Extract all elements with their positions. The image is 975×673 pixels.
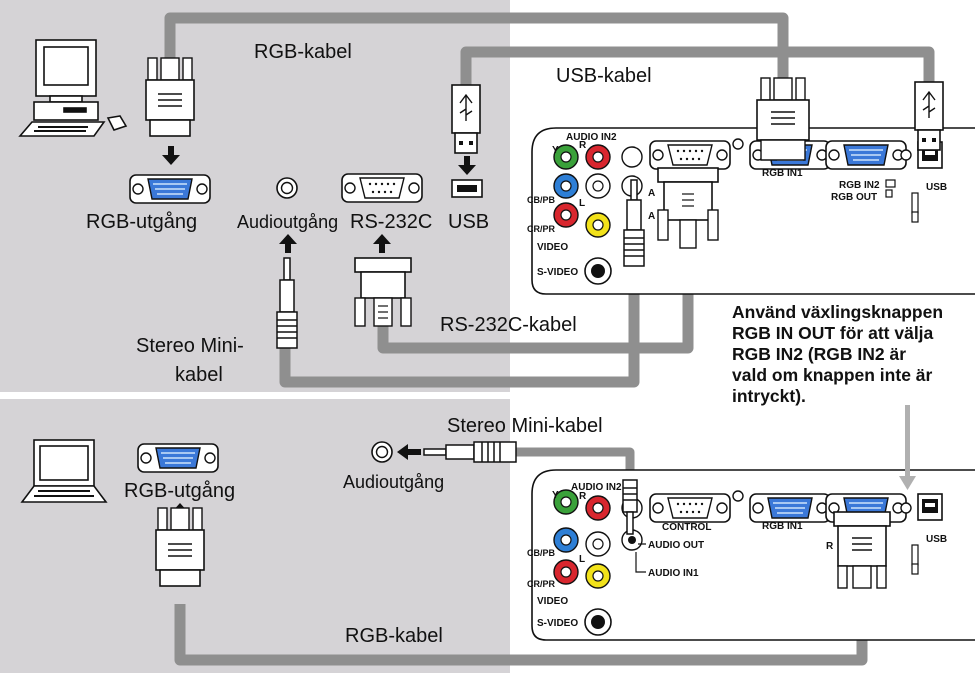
stereo-mini-plug-top <box>276 257 298 349</box>
l-label-top: L <box>579 198 585 209</box>
audio-out-jack-icon-bottom <box>371 441 393 463</box>
a-label-bottom: A <box>648 211 655 222</box>
rgb-in-out-switch-bottom[interactable] <box>911 544 919 575</box>
usb-port-icon <box>451 179 483 198</box>
stereo-mini-cable-top <box>279 280 640 388</box>
s-video-label-bottom: S-VIDEO <box>537 618 578 629</box>
rgb-out-port-icon <box>129 174 211 204</box>
audio-out-jack-icon <box>276 177 298 199</box>
left-arrow-icon <box>397 444 421 460</box>
rgb-out-label-top: RGB-utgång <box>86 211 197 233</box>
stereo-mini-cable-label-line1: Stereo Mini- <box>136 335 244 357</box>
stereo-mini-cable-label-bottom: Stereo Mini-kabel <box>447 415 603 437</box>
audio-in2-label-top: AUDIO IN2 <box>566 132 617 143</box>
audio-in1-label-proj: AUDIO IN1 <box>648 568 699 579</box>
rs232c-port-icon <box>341 173 423 203</box>
video-label-bottom: VIDEO <box>537 596 568 607</box>
stereo-mini-plug-projector-top <box>623 179 645 267</box>
cb-pb-label-bottom: CB/PB <box>527 548 556 558</box>
rgb-plug-projector-bottom <box>833 511 891 589</box>
r-partial-label: R <box>826 541 834 552</box>
stereo-mini-plug-projector-bottom <box>622 479 638 535</box>
usb-b-port-icon-bottom <box>917 493 943 521</box>
rgb-in2-port-icon <box>825 140 907 170</box>
audio-out-label-proj: AUDIO OUT <box>648 540 704 551</box>
rgb-plug-computer-top <box>145 57 195 137</box>
rgb-out-port-icon-bottom <box>137 443 219 473</box>
rs232c-plug <box>354 257 412 327</box>
usb-label-proj-bottom: USB <box>926 534 947 545</box>
video-label-top: VIDEO <box>537 242 568 253</box>
rs232c-label-top: RS-232C <box>350 211 432 233</box>
rgb-in2-label-top: RGB IN2 <box>839 180 880 191</box>
rgb-in1-label-bottom: RGB IN1 <box>762 521 803 532</box>
rs232c-cable-label: RS-232C-kabel <box>440 314 577 336</box>
note-line-4: vald om knappen inte är <box>732 365 933 385</box>
cr-pr-label-bottom: CR/PR <box>527 579 556 589</box>
a-label-top: A <box>648 188 655 199</box>
cb-pb-label-top: CB/PB <box>527 195 556 205</box>
component-jacks-top <box>553 144 643 285</box>
stereo-mini-cable-label-line2: kabel <box>175 364 223 386</box>
usb-plug-projector-top <box>914 81 944 151</box>
audio-in2-label-bottom: AUDIO IN2 <box>571 482 622 493</box>
laptop-computer-icon <box>20 439 108 503</box>
usb-label-top: USB <box>448 211 489 233</box>
audio-out-label-top: Audioutgång <box>237 212 338 232</box>
rgb-out-label-bottom: RGB-utgång <box>124 480 235 502</box>
note-line-5: intryckt). <box>732 386 806 406</box>
control-label-bottom: CONTROL <box>662 522 711 533</box>
projector-panel-top: AUDIO IN2 Y R CB/PB L CR/PR VIDEO S-VIDE… <box>527 77 975 295</box>
s-video-label-top: S-VIDEO <box>537 267 578 278</box>
rgb-switch-note: Använd växlingsknappen RGB IN OUT för at… <box>732 302 972 407</box>
y-label-bottom: Y <box>552 490 559 501</box>
rgb-plug-projector-top <box>756 77 810 161</box>
note-line-3: RGB IN2 (RGB IN2 är <box>732 344 907 364</box>
l-label-bottom: L <box>579 554 585 565</box>
rgb-in1-label-top: RGB IN1 <box>762 168 803 179</box>
usb-plug-top <box>451 84 481 154</box>
usb-label-proj-top: USB <box>926 182 947 193</box>
stereo-mini-plug-bottom <box>423 441 517 463</box>
r-label-top: R <box>579 140 587 151</box>
rs232c-plug-projector <box>657 167 719 249</box>
rgb-in-out-switch-top[interactable] <box>885 179 919 223</box>
usb-cable-top <box>460 46 935 85</box>
note-line-2: RGB IN OUT för att välja <box>732 323 934 343</box>
rgb-plug-computer-bottom <box>155 507 205 587</box>
rs232c-cable <box>377 248 694 354</box>
usb-cable-label: USB-kabel <box>556 65 652 87</box>
control-port-icon-bottom <box>649 493 731 523</box>
projector-panel-bottom: AUDIO IN2 Y R CB/PB L CR/PR VIDEO S-VIDE… <box>527 405 975 641</box>
control-port-icon <box>649 140 731 170</box>
desktop-computer-icon <box>18 39 128 137</box>
rgb-out-label-proj-top: RGB OUT <box>831 192 877 203</box>
note-line-1: Använd växlingsknappen <box>732 302 944 322</box>
audio-out-label-bottom: Audioutgång <box>343 472 444 492</box>
rgb-cable-label-top: RGB-kabel <box>254 41 352 63</box>
switch-pointer-arrow <box>899 405 916 490</box>
rgb-in1-port-icon-bottom <box>749 493 831 523</box>
rgb-cable-label-bottom: RGB-kabel <box>345 625 443 647</box>
y-label-top: Y <box>552 145 559 156</box>
r-label-bottom: R <box>579 491 587 502</box>
cr-pr-label-top: CR/PR <box>527 224 556 234</box>
